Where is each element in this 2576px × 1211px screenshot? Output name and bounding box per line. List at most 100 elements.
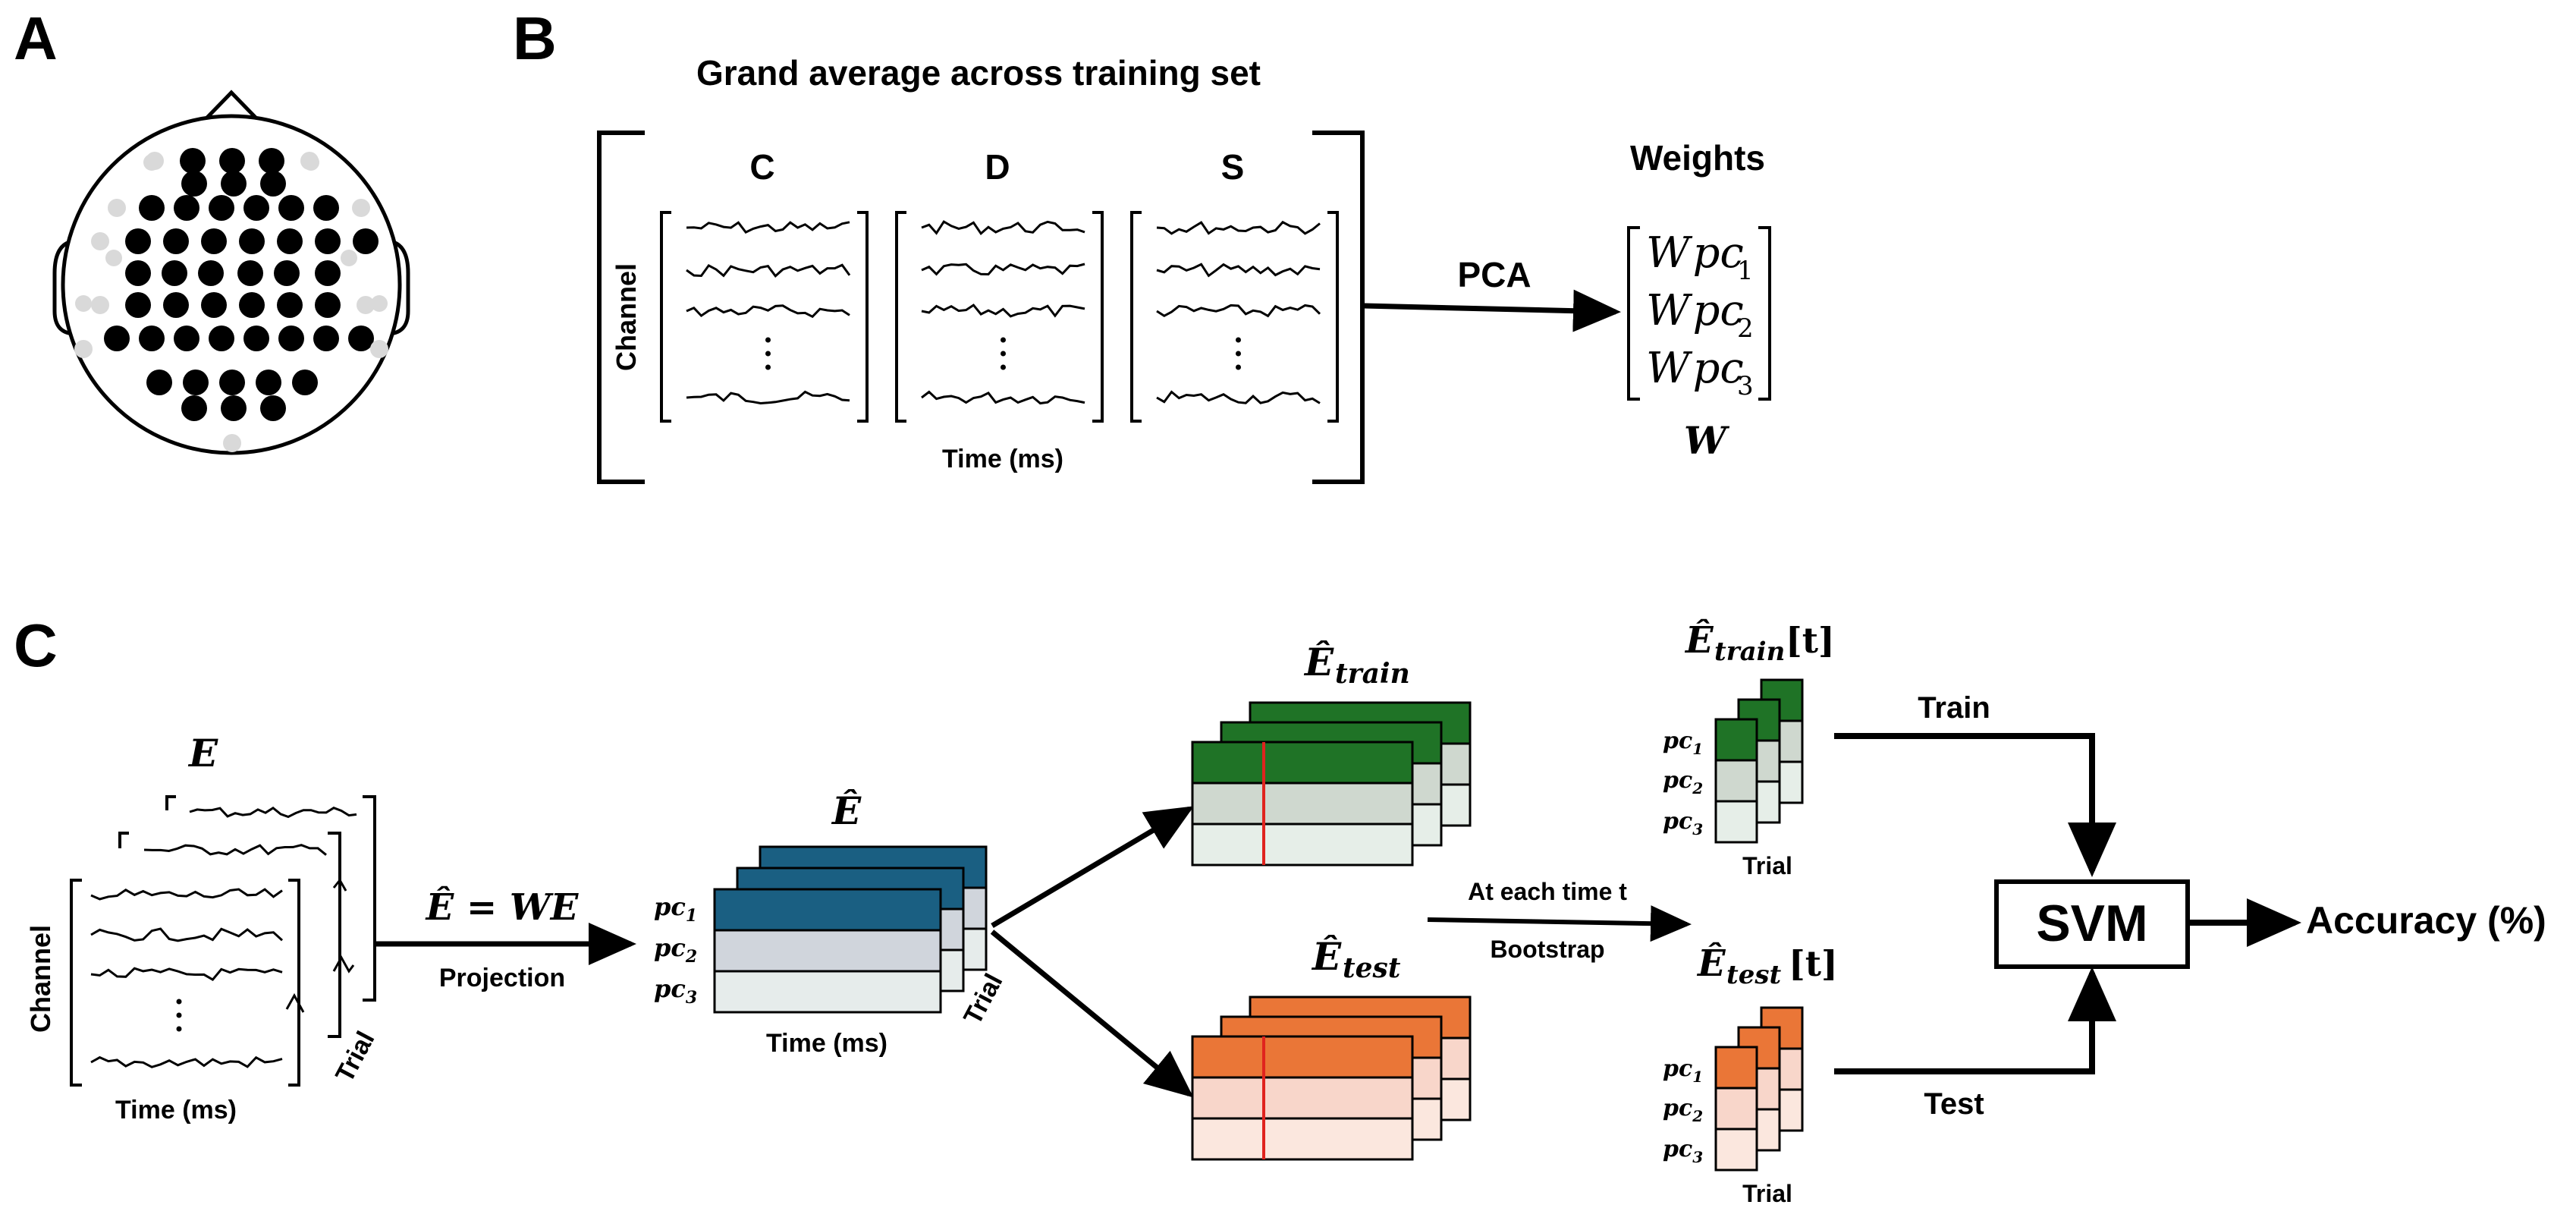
- electrode-active: [315, 228, 341, 254]
- electrode-active: [125, 228, 151, 254]
- electrode-active: [278, 326, 304, 351]
- split-arrow-train: [991, 806, 1195, 929]
- stack-layer: [1191, 741, 1414, 867]
- electrode-active: [274, 260, 300, 286]
- split-arrow-test: [990, 929, 1194, 1098]
- ellipsis-dot: [1236, 337, 1241, 343]
- small-test-trial-label: Trial: [1742, 1180, 1792, 1207]
- component-row-1: [1714, 1046, 1758, 1090]
- ellipsis-dot: [1236, 364, 1241, 370]
- e-matrix-label: E: [187, 731, 218, 775]
- ellipsis-dot: [1236, 351, 1241, 357]
- electrode-active: [181, 395, 207, 421]
- component-row-3: [1191, 823, 1414, 867]
- eeg-trace: [1156, 220, 1321, 235]
- electrode-active: [125, 292, 151, 318]
- svg-text:pc1: pc1: [1663, 728, 1703, 758]
- electrode-active: [315, 292, 341, 318]
- electrode-active: [243, 195, 269, 221]
- small-test-stack: [1714, 1006, 1804, 1172]
- component-row-2: [1191, 1076, 1414, 1120]
- electrode-active: [292, 370, 318, 395]
- electrode-active: [201, 228, 227, 254]
- pc-index: 1: [686, 906, 697, 926]
- electrode-grid: [74, 148, 388, 452]
- condition-c-block: C: [660, 147, 869, 423]
- weight-row-1: Wpc 1: [1646, 228, 1754, 286]
- electrode-active: [221, 395, 247, 421]
- electrode-active: [256, 370, 281, 395]
- train-t-main: Ê: [1684, 618, 1714, 662]
- electrode-active: [260, 171, 286, 197]
- test-t-suffix: [t]: [1789, 943, 1838, 984]
- ellipsis-dot: [765, 337, 771, 343]
- component-row-3: [1191, 1117, 1414, 1161]
- eeg-trace: [686, 304, 850, 319]
- electrode-inactive: [91, 232, 109, 250]
- component-row-2: [1191, 782, 1414, 826]
- condition-s-left-bracket: [1130, 211, 1142, 423]
- weight-sub: pc: [1693, 228, 1744, 278]
- eeg-trace: [332, 955, 355, 974]
- pc-label: pc: [654, 974, 686, 1003]
- weight-main: W: [1646, 228, 1693, 278]
- condition-c-label: C: [749, 147, 774, 187]
- weight-row-3: Wpc 3: [1646, 344, 1754, 401]
- pc-label: pc: [1663, 1095, 1692, 1121]
- stack-layer: [713, 888, 942, 1014]
- ehat-test-sub: test: [1343, 952, 1401, 984]
- stack-layer: [1714, 718, 1758, 844]
- train-t-suffix: [t]: [1786, 620, 1835, 661]
- ehat-train-label: Ê train: [1303, 640, 1410, 690]
- weight-index-3: 3: [1737, 371, 1754, 401]
- electrode-active: [139, 326, 165, 351]
- condition-s-block: S: [1130, 147, 1339, 423]
- electrode-active: [353, 228, 379, 254]
- electrode-active: [181, 171, 207, 197]
- svm-box: [1994, 879, 2190, 969]
- component-row-2: [713, 929, 942, 973]
- train-arrow-label: Train: [1918, 691, 1990, 725]
- electrode-active: [313, 195, 339, 221]
- eeg-trace: [90, 888, 283, 901]
- component-row-1: [1191, 741, 1414, 785]
- pc-index: 2: [1692, 779, 1703, 797]
- panel-label-a: A: [14, 5, 58, 72]
- eeg-trace: [189, 806, 357, 819]
- electrode-active: [139, 195, 165, 221]
- ellipsis-dot: [1001, 364, 1006, 370]
- weight-index-1: 1: [1737, 256, 1754, 286]
- eeg-trace: [921, 263, 1085, 276]
- left-ear-icon: [52, 239, 77, 336]
- pc-labels-main: pc1 pc2 pc3: [654, 892, 697, 1008]
- train-arrow: [1834, 733, 2116, 877]
- condition-c-right-bracket: [857, 211, 869, 423]
- svm-label: SVM: [2036, 895, 2147, 952]
- ehat-test-label: Ê test: [1311, 934, 1401, 984]
- electrode-inactive: [370, 340, 388, 358]
- electrode-active: [219, 148, 245, 174]
- svg-text:pc2: pc2: [1663, 1095, 1703, 1125]
- electrode-inactive: [108, 199, 126, 217]
- ellipsis-dot: [1001, 351, 1006, 357]
- eeg-trace: [921, 390, 1085, 405]
- ehat-train-main: Ê: [1303, 640, 1334, 684]
- weight-row-2: Wpc 2: [1646, 286, 1754, 344]
- electrode-active: [125, 260, 151, 286]
- eeg-trace: [90, 1055, 283, 1068]
- ellipsis-dot: [176, 1012, 182, 1018]
- electrode-active: [163, 228, 189, 254]
- matrix-left-bracket: [597, 131, 645, 484]
- electrode-active: [239, 228, 265, 254]
- electrode-active: [239, 292, 265, 318]
- eeg-trace: [90, 927, 284, 942]
- electrode-active: [259, 148, 284, 174]
- electrode-inactive: [223, 434, 241, 452]
- svg-text:pc1: pc1: [1663, 1055, 1703, 1086]
- electrode-inactive: [357, 296, 375, 314]
- raw-trial-stack: [70, 795, 376, 1087]
- weights-right-bracket: [1758, 226, 1771, 401]
- component-row-3: [1714, 800, 1758, 844]
- train-stack: [1191, 701, 1472, 867]
- condition-waveforms: [686, 220, 1321, 405]
